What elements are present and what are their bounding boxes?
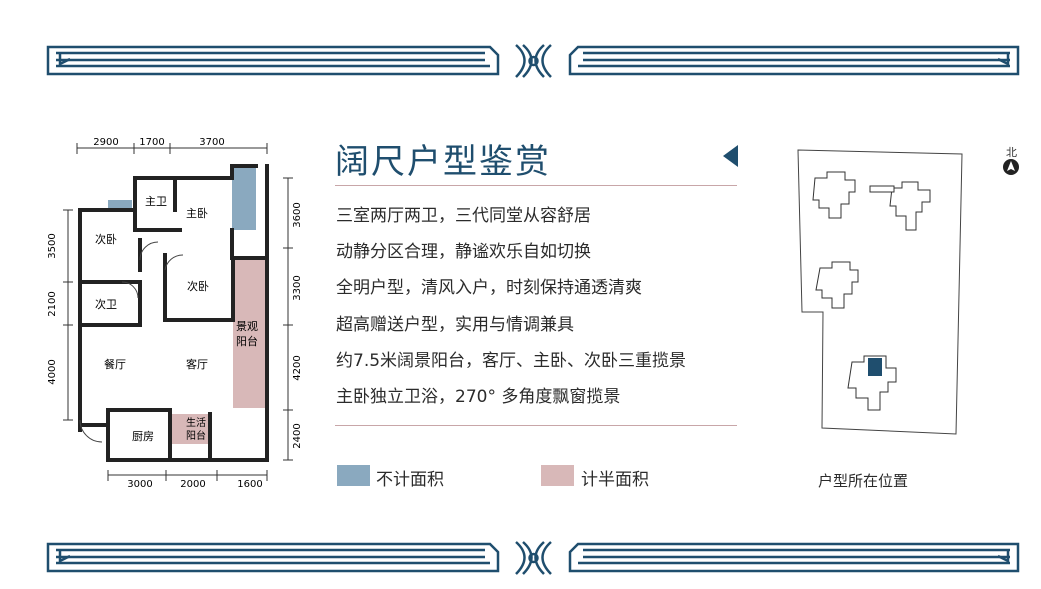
room-service-balcony-l2: 阳台 <box>186 429 206 442</box>
site-plan-caption: 户型所在位置 <box>818 472 909 490</box>
no-area-zone <box>232 166 256 230</box>
dim-top-2: 1700 <box>139 137 164 148</box>
room-master-bath: 主卫 <box>145 195 167 208</box>
legend-label-excluded: 不计面积 <box>376 470 444 490</box>
building <box>815 261 859 309</box>
room-kitchen: 厨房 <box>132 430 154 443</box>
dim-bottom-3: 1600 <box>237 479 262 490</box>
room-master-bedroom: 主卧 <box>186 207 208 220</box>
legend-label-half: 计半面积 <box>581 470 649 490</box>
building <box>847 355 897 411</box>
feature-item: 约7.5米阔景阳台，客厅、主卧、次卧三重揽景 <box>336 350 687 371</box>
legend-swatch-excluded <box>337 465 370 486</box>
building <box>889 181 931 231</box>
feature-item: 全明户型，清风入户，时刻保持通透清爽 <box>336 278 642 299</box>
feature-item: 超高赠送户型，实用与情调兼具 <box>336 314 574 335</box>
title-triangle-icon <box>723 145 738 167</box>
room-dining: 餐厅 <box>104 357 126 371</box>
half-area-view-balcony <box>233 258 267 408</box>
room-view-balcony-l1: 景观 <box>236 320 258 333</box>
features-divider <box>335 425 737 426</box>
feature-item: 动静分区合理，静谧欢乐自如切换 <box>336 242 591 263</box>
dim-left-3: 4000 <box>47 359 58 384</box>
feature-item: 三室两厅两卫，三代同堂从容舒居 <box>336 206 591 226</box>
dim-left-1: 3500 <box>47 233 58 258</box>
title-divider <box>335 185 737 186</box>
room-view-balcony-l2: 阳台 <box>236 334 258 348</box>
half-area-service-balcony <box>172 414 210 444</box>
feature-item: 主卧独立卫浴，270° 多角度飘窗揽景 <box>336 386 621 407</box>
room-living: 客厅 <box>186 357 208 371</box>
room-service-balcony-l1: 生活 <box>186 416 206 429</box>
emblem-top <box>515 44 552 78</box>
feature-list: 三室两厅两卫，三代同堂从容舒居 动静分区合理，静谧欢乐自如切换 全明户型，清风入… <box>336 198 686 415</box>
north-arrow-icon <box>1003 159 1019 175</box>
legend-swatch-half <box>541 465 574 486</box>
emblem-bottom <box>515 541 552 575</box>
north-label: 北 <box>1006 146 1017 159</box>
site-plan <box>797 149 963 435</box>
no-area-zone <box>108 200 132 210</box>
room-secondary-bath: 次卫 <box>95 297 117 311</box>
room-bedroom-b: 次卧 <box>187 279 209 293</box>
unit-location-marker <box>868 358 882 376</box>
dim-bottom-1: 3000 <box>127 479 152 490</box>
room-bedroom-a: 次卧 <box>95 232 117 246</box>
dim-top-3: 3700 <box>199 137 224 148</box>
dim-left-2: 2100 <box>47 291 58 316</box>
connector <box>869 185 895 193</box>
page-title: 阔尺户型鉴赏 <box>335 142 551 182</box>
dim-bottom-2: 2000 <box>180 479 205 490</box>
dim-right-2: 3300 <box>292 275 303 300</box>
dim-right-3: 4200 <box>292 355 303 380</box>
building <box>812 171 856 219</box>
dim-top-1: 2900 <box>93 137 118 148</box>
dim-right-1: 3600 <box>292 202 303 227</box>
floor-plan: 2900 1700 3700 3000 2000 1600 3500 2100 … <box>47 137 303 490</box>
dim-right-4: 2400 <box>292 423 303 448</box>
